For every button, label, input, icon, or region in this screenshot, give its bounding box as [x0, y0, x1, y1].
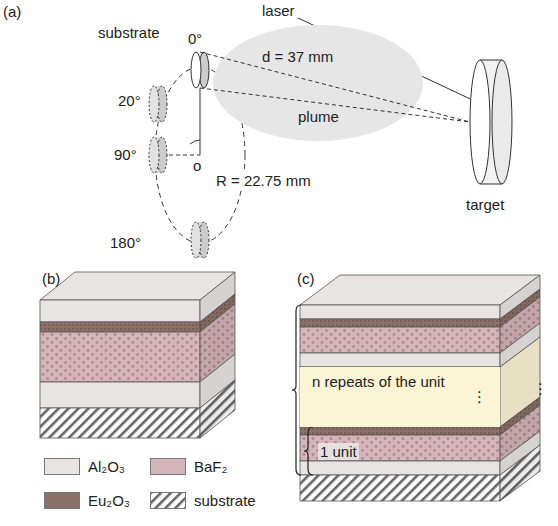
panel-letter: (b)	[42, 270, 60, 287]
legend-text: BaF₂	[194, 458, 227, 475]
legend-text: substrate	[194, 492, 256, 509]
target-label: target	[466, 196, 504, 213]
angle-label: 90°	[112, 146, 139, 163]
panel-letter: (c)	[297, 270, 315, 287]
layer-stack	[300, 275, 540, 501]
laser-label: laser	[262, 2, 295, 19]
ellipsis-mark: ⋮	[533, 380, 548, 397]
legend-text: Al₂O₃	[88, 458, 125, 475]
origin-label: o	[191, 157, 203, 174]
angle-label: 180°	[108, 234, 143, 251]
pld-geometry	[149, 18, 512, 258]
repeat-band: n repeats of the unit	[300, 367, 500, 427]
angle-label: 20°	[116, 92, 143, 109]
angle-label: 0°	[186, 30, 204, 47]
radius-label: R = 22.75 mm	[214, 172, 313, 189]
legend-entry: substrate	[150, 492, 256, 509]
legend-swatch	[44, 458, 80, 475]
legend-swatch	[150, 492, 186, 509]
legend-entry: BaF₂	[150, 458, 227, 475]
substrate-label: substrate	[98, 24, 160, 41]
plume-label: plume	[296, 108, 341, 125]
panel-letter: (a)	[3, 3, 21, 20]
repeat-label: n repeats of the unit	[310, 373, 447, 390]
plume-ellipse: d = 37 mm plume	[212, 24, 424, 142]
ellipsis-mark: ⋮	[472, 388, 487, 405]
plume-label: d = 37 mm	[260, 48, 335, 65]
unit-label: 1 unit	[318, 443, 359, 460]
brace	[304, 427, 313, 475]
layer-stack	[40, 272, 235, 438]
legend-entry: Al₂O₃	[44, 458, 125, 475]
legend-swatch	[44, 492, 80, 509]
legend-text: Eu₂O₃	[88, 492, 130, 509]
legend-swatch	[150, 458, 186, 475]
legend-entry: Eu₂O₃	[44, 492, 130, 509]
